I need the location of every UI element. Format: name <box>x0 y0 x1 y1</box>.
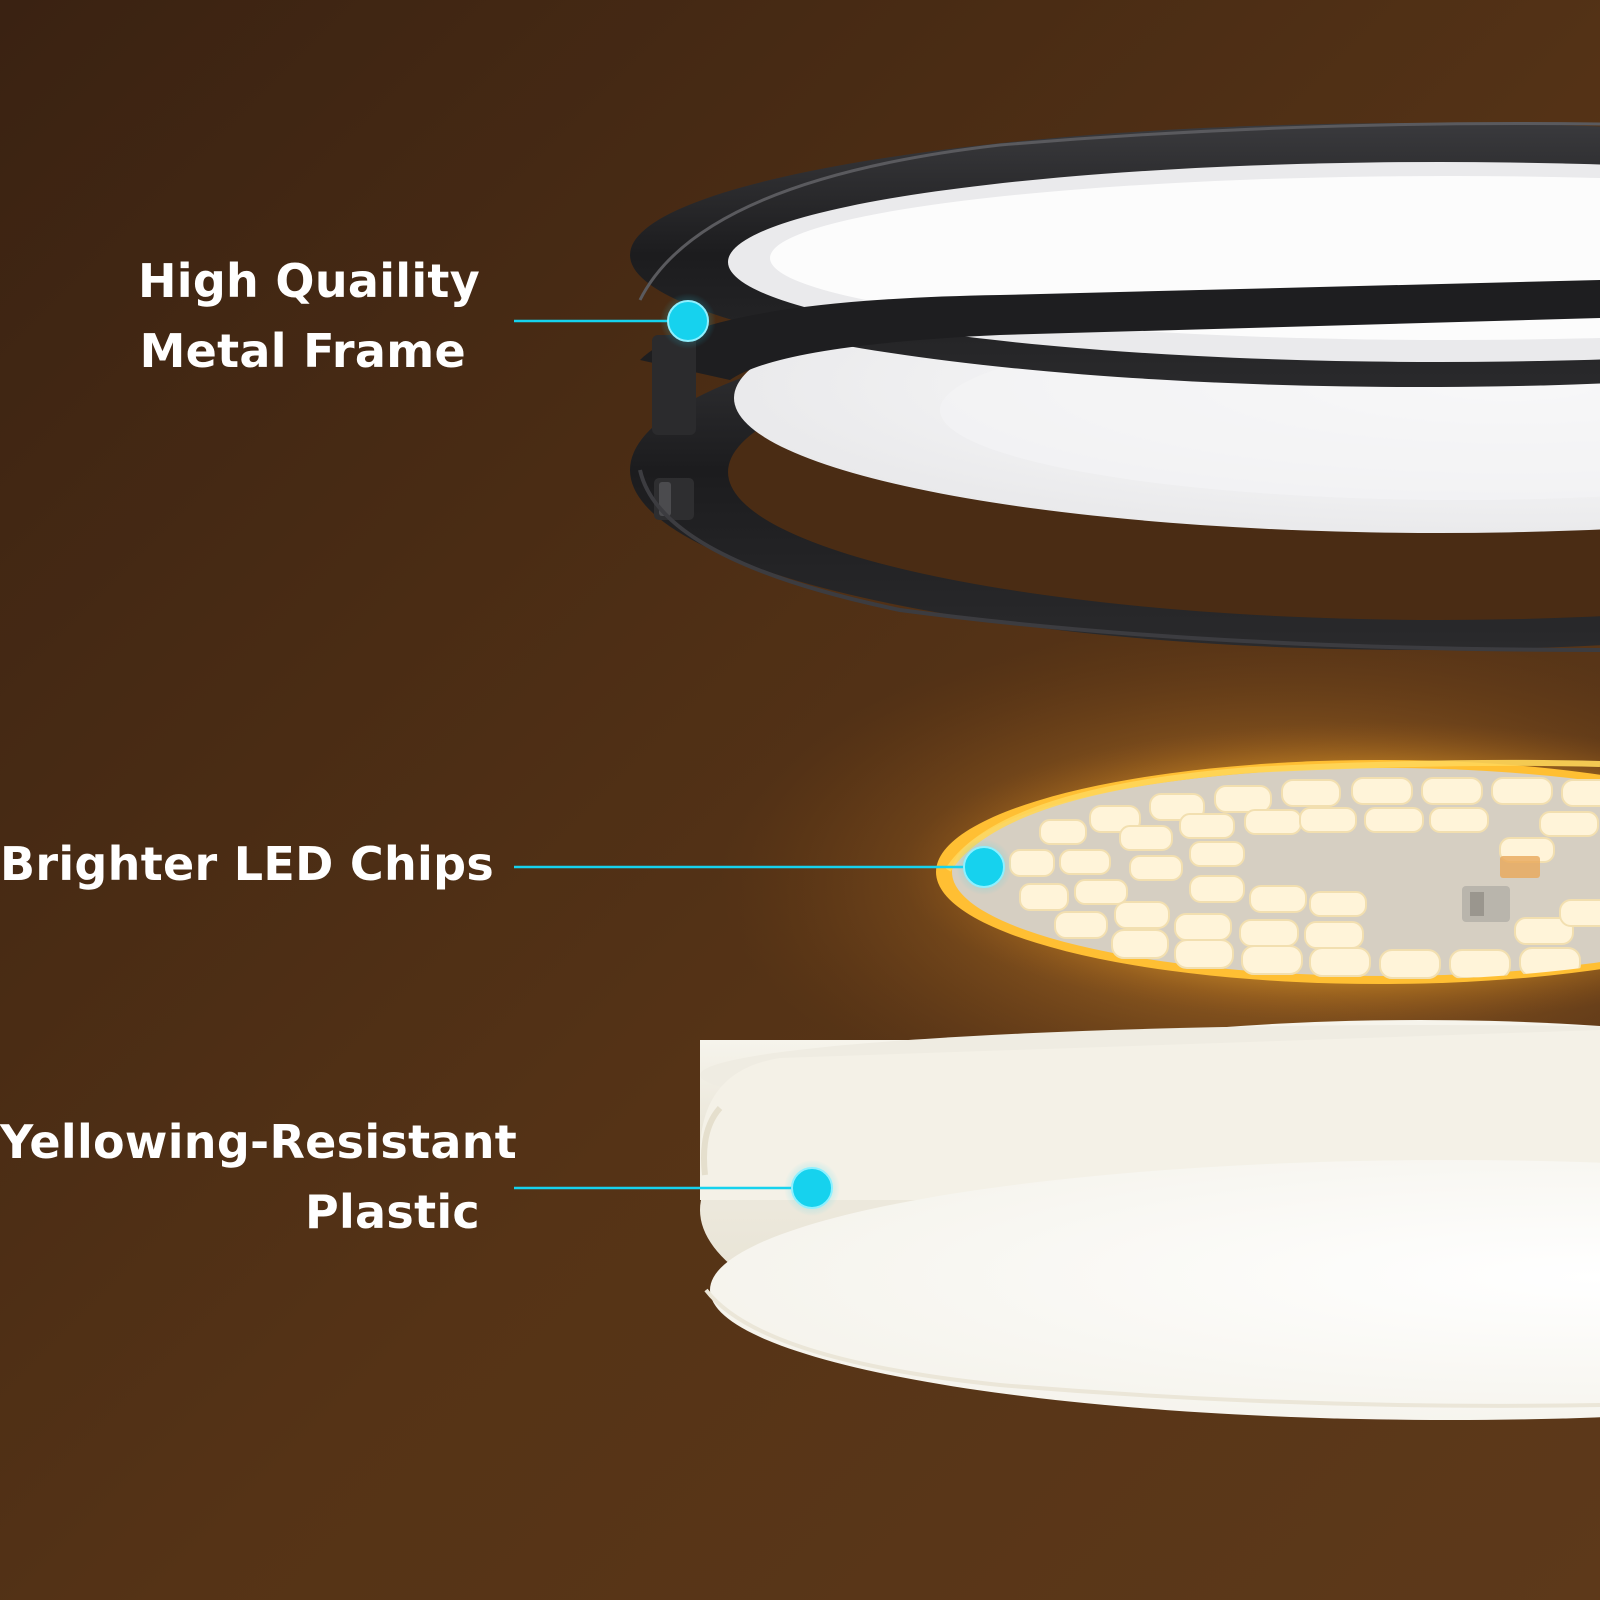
cyan-dot-icon <box>784 1160 840 1216</box>
callout-label-plastic: Yellowing-Resistant Plastic <box>0 1107 518 1247</box>
callout-label-line: Plastic <box>304 1185 480 1239</box>
led-board <box>900 722 1600 1022</box>
callout-label-line: Yellowing-Resistant <box>0 1115 518 1169</box>
plastic-diffuser <box>700 1020 1600 1420</box>
cyan-dot-icon <box>956 839 1012 895</box>
callout-label-line: Brighter LED Chips <box>0 837 494 891</box>
callout-label-line: High Quaility <box>137 254 480 308</box>
callout-label-led-chips: Brighter LED Chips <box>0 829 494 899</box>
cyan-dot-icon <box>660 293 716 349</box>
callout-label-line: Metal Frame <box>139 324 466 378</box>
frame-post <box>652 335 696 435</box>
metal-frame <box>630 121 1600 652</box>
diffuser-face <box>710 1160 1600 1420</box>
callout-label-metal-frame: High Quaility Metal Frame <box>0 246 480 386</box>
led-driver-chip <box>1462 886 1510 922</box>
led-chip-array <box>1009 777 1600 979</box>
